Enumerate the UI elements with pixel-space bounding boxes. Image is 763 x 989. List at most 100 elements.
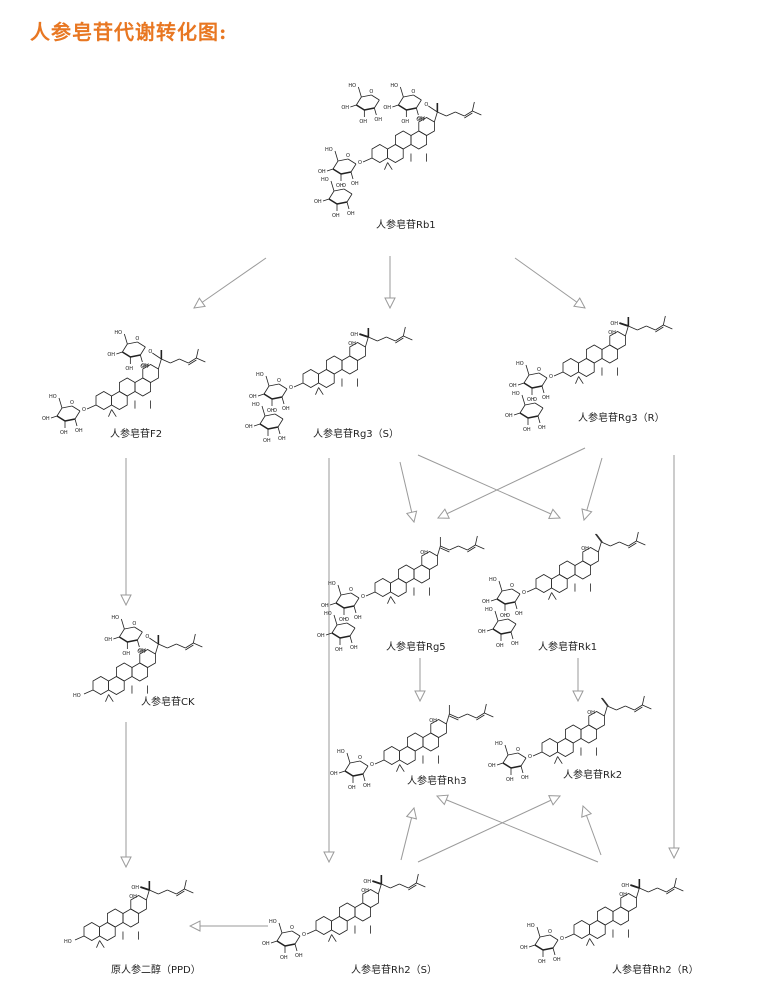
compound-label-rh3: 人参皂苷Rh3 xyxy=(407,774,467,787)
oh-label: OH xyxy=(527,397,535,403)
arrow-rg3s-to-rg5 xyxy=(399,461,414,522)
oh-label: OH xyxy=(267,408,275,414)
ho-label: HO xyxy=(73,693,81,699)
o-label: O xyxy=(70,400,74,406)
oh-label: OH xyxy=(138,648,146,654)
oh-label: OH xyxy=(336,183,344,189)
o-label: O xyxy=(132,621,136,627)
o-label: O xyxy=(135,336,139,342)
ho-label: HO xyxy=(512,391,520,397)
oh-label: OH xyxy=(610,321,618,327)
oh-label: OH xyxy=(129,894,137,900)
compound-label-rg3r: 人参皂苷Rg3（R） xyxy=(578,411,665,424)
ho-label: HO xyxy=(337,749,345,755)
oh-label: OH xyxy=(263,438,271,444)
oh-label: OH xyxy=(509,383,517,389)
compound-label-rk2: 人参皂苷Rk2 xyxy=(563,768,622,781)
o-label: O xyxy=(302,932,306,938)
ho-label: HO xyxy=(489,577,497,583)
oh-label: OH xyxy=(520,945,528,951)
oh-label: OH xyxy=(335,647,343,653)
oh-label: OH xyxy=(511,641,519,647)
o-label: O xyxy=(506,613,510,619)
ho-label: HO xyxy=(321,177,329,183)
oh-label: OH xyxy=(318,169,326,175)
oh-label: OH xyxy=(278,436,286,442)
o-label: O xyxy=(358,755,362,761)
o-label: O xyxy=(273,408,277,414)
o-label: O xyxy=(290,925,294,931)
o-label: O xyxy=(537,367,541,373)
compound-label-f2: 人参皂苷F2 xyxy=(110,427,162,440)
oh-label: OH xyxy=(478,629,486,635)
oh-label: OH xyxy=(521,775,529,781)
arrow-rh2r-to-rk2 xyxy=(583,806,602,856)
oh-label: OH xyxy=(245,424,253,430)
oh-label: OH xyxy=(587,710,595,716)
ho-label: HO xyxy=(485,607,493,613)
ho-label: HO xyxy=(516,361,524,367)
oh-label: OH xyxy=(140,364,148,370)
oh-label: OH xyxy=(348,341,356,347)
o-label: O xyxy=(148,349,152,355)
arrow-rh2s-to-rh3 xyxy=(400,808,414,861)
o-label: O xyxy=(424,102,428,108)
ho-label: HO xyxy=(324,611,332,617)
o-label: O xyxy=(548,929,552,935)
o-label: O xyxy=(369,89,373,95)
ho-label: HO xyxy=(49,394,57,400)
o-label: O xyxy=(358,160,362,166)
ho-label: HO xyxy=(328,581,336,587)
o-label: O xyxy=(533,397,537,403)
oh-label: OH xyxy=(621,883,629,889)
o-label: O xyxy=(516,747,520,753)
oh-label: OH xyxy=(280,955,288,961)
oh-label: OH xyxy=(359,119,367,125)
o-label: O xyxy=(145,634,149,640)
oh-label: OH xyxy=(295,953,303,959)
compound-label-rh2r: 人参皂苷Rh2（R） xyxy=(612,963,699,976)
oh-label: OH xyxy=(332,213,340,219)
ho-label: HO xyxy=(252,402,260,408)
oh-label: OH xyxy=(496,643,504,649)
o-label: O xyxy=(549,374,553,380)
o-label: O xyxy=(346,153,350,159)
oh-label: OH xyxy=(553,957,561,963)
page-title: 人参皂苷代谢转化图: xyxy=(30,20,228,44)
oh-label: OH xyxy=(401,119,409,125)
compound-label-rg3s: 人参皂苷Rg3（S） xyxy=(313,427,399,440)
arrow-rh2s-to-rk2 xyxy=(417,796,560,863)
oh-label: OH xyxy=(500,613,508,619)
compound-label-rb1: 人参皂苷Rb1 xyxy=(376,218,436,231)
oh-label: OH xyxy=(416,117,424,123)
oh-label: OH xyxy=(60,430,68,436)
arrow-rg3r-to-rg5 xyxy=(438,447,586,518)
oh-label: OH xyxy=(363,783,371,789)
ho-label: HO xyxy=(348,83,356,89)
oh-label: OH xyxy=(581,546,589,552)
oh-label: OH xyxy=(542,395,550,401)
oh-label: OH xyxy=(383,105,391,111)
compound-label-rk1: 人参皂苷Rk1 xyxy=(538,640,597,653)
oh-label: OH xyxy=(515,611,523,617)
arrow-rh2r-to-rh3 xyxy=(437,796,599,863)
o-label: O xyxy=(370,762,374,768)
oh-label: OH xyxy=(350,645,358,651)
ho-label: HO xyxy=(64,939,72,945)
oh-label: OH xyxy=(314,199,322,205)
o-label: O xyxy=(342,183,346,189)
compound-label-rh2s: 人参皂苷Rh2（S） xyxy=(351,963,437,976)
oh-label: OH xyxy=(42,416,50,422)
o-label: O xyxy=(289,385,293,391)
